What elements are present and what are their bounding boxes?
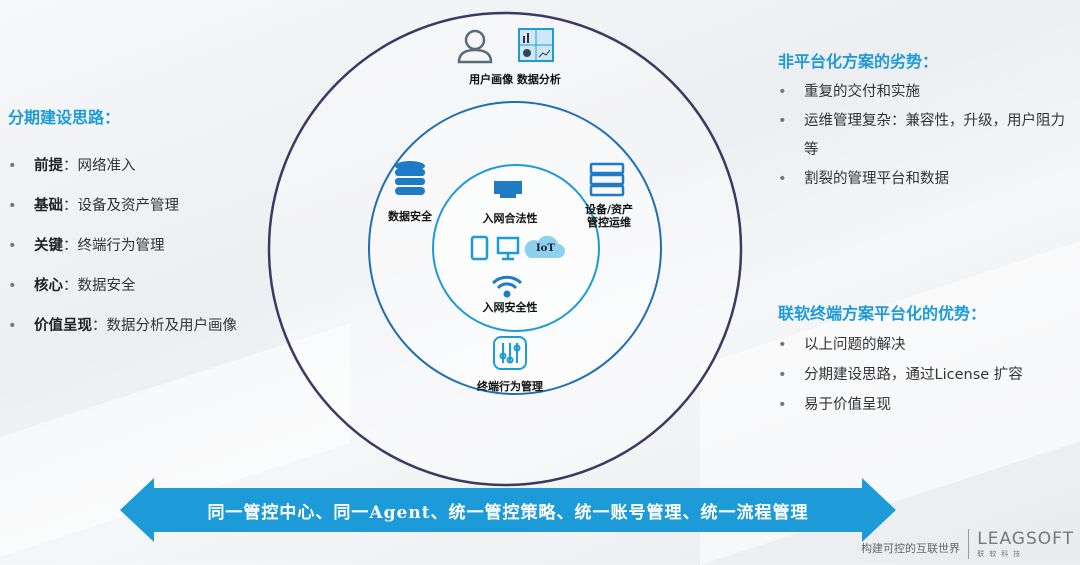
list-item: 以上问题的解决 — [778, 330, 1078, 360]
wifi-icon — [491, 275, 523, 298]
item-key: 关键 — [34, 238, 63, 254]
logo-subtext: 联软科技 — [977, 550, 1026, 558]
network-security-label: 入网安全性 — [482, 301, 538, 314]
leagsoft-logo: LEAGSOFT 联软科技 — [968, 529, 1074, 559]
right-bottom-title: 联软终端方案平台化的优势： — [778, 304, 987, 323]
list-item: 基础：设备及资产管理 — [8, 186, 237, 226]
iot-label: IoT — [536, 243, 555, 254]
iot-cloud-icon — [524, 235, 565, 258]
colon: ： — [63, 158, 78, 174]
item-key: 基础 — [34, 198, 63, 214]
outer-label: 用户画像 数据分析 — [469, 73, 561, 86]
tablet-icon — [470, 235, 489, 261]
sliders-icon — [493, 336, 527, 370]
banner-text: 同一管控中心、同一Agent、统一管控策略、统一账号管理、统一流程管理 — [207, 503, 809, 523]
list-item: 前提：网络准入 — [8, 146, 237, 186]
right-top-title: 非平台化方案的劣势： — [778, 52, 939, 71]
left-title: 分期建设思路： — [8, 108, 121, 127]
right-top-list: 重复的交付和实施 运维管理复杂：兼容性，升级，用户阻力等 割裂的管理平台和数据 — [778, 78, 1078, 194]
banner-arrow — [120, 478, 896, 542]
item-value: 网络准入 — [77, 158, 136, 174]
list-item: 运维管理复杂：兼容性，升级，用户阻力等 — [778, 107, 1078, 165]
footer-slogan: 构建可控的互联世界 — [861, 542, 960, 555]
item-value: 终端行为管理 — [77, 238, 165, 254]
data-security-label: 数据安全 — [388, 210, 432, 223]
network-legitimacy-label: 入网合法性 — [482, 212, 538, 225]
list-item: 核心：数据安全 — [8, 266, 237, 306]
left-list: 前提：网络准入基础：设备及资产管理关键：终端行为管理核心：数据安全价值呈现：数据… — [8, 146, 237, 346]
item-key: 前提 — [34, 158, 63, 174]
colon: ： — [92, 318, 107, 334]
user-icon — [457, 29, 493, 64]
asset-management-label: 设备/资产 管控运维 — [584, 203, 634, 229]
item-key: 价值呈现 — [34, 318, 92, 334]
ethernet-port-icon — [494, 181, 522, 198]
item-value: 设备及资产管理 — [77, 198, 180, 214]
monitor-icon — [496, 236, 520, 261]
behavior-management-label: 终端行为管理 — [477, 380, 543, 393]
list-item: 易于价值呈现 — [778, 390, 1078, 420]
logo-text: LEAGSOFT — [977, 529, 1074, 549]
database-icon — [395, 161, 425, 195]
list-item: 关键：终端行为管理 — [8, 226, 237, 266]
item-key: 核心 — [34, 278, 63, 294]
list-item: 分期建设思路，通过License 扩容 — [778, 360, 1078, 390]
server-icon — [589, 162, 625, 197]
list-item: 割裂的管理平台和数据 — [778, 165, 1078, 194]
list-item: 价值呈现：数据分析及用户画像 — [8, 306, 237, 346]
item-value: 数据安全 — [77, 278, 136, 294]
list-item: 重复的交付和实施 — [778, 78, 1078, 107]
analytics-icon — [518, 28, 554, 62]
colon: ： — [63, 198, 78, 214]
colon: ： — [63, 238, 78, 254]
inner-ring — [432, 164, 600, 332]
item-value: 数据分析及用户画像 — [106, 318, 238, 334]
colon: ： — [63, 278, 78, 294]
right-bottom-list: 以上问题的解决 分期建设思路，通过License 扩容 易于价值呈现 — [778, 330, 1078, 420]
